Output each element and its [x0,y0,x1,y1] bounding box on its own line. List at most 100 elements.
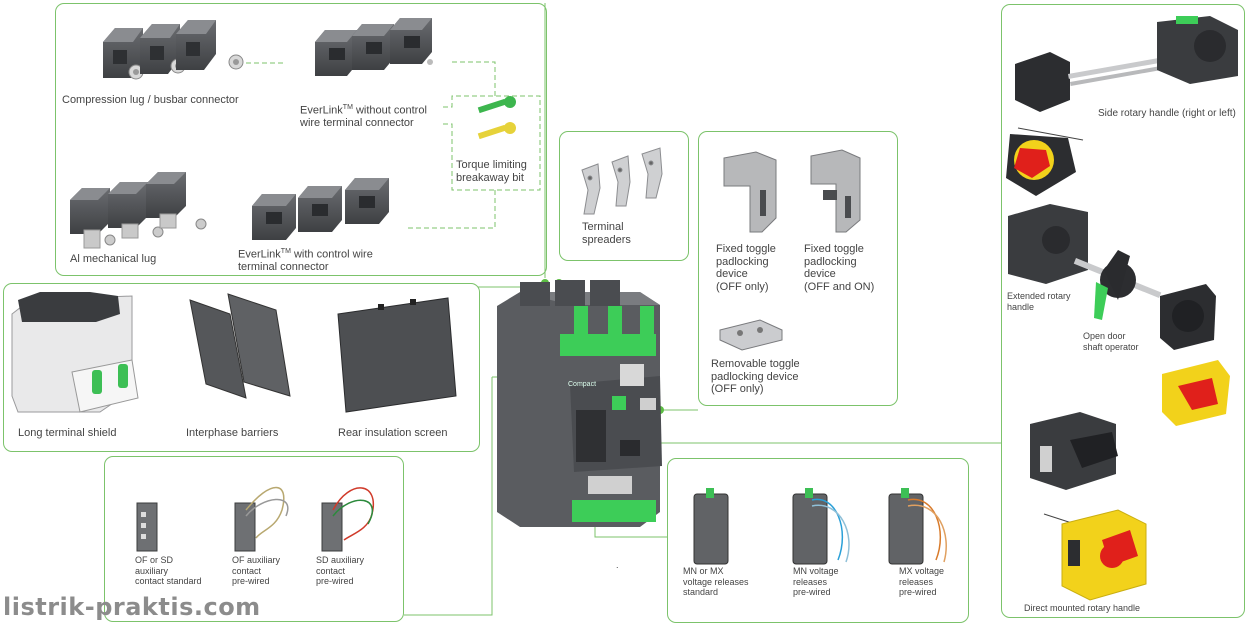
aux-std-l3: contact standard [135,576,202,586]
rel-mx-l2: releases [899,576,934,587]
rel-mn-l3: pre-wired [793,587,831,597]
ext-rot-l1: Extended rotary [1007,291,1071,301]
watermark: listrik-praktis.com [3,593,261,621]
everlink-control-label-b: with control wire [290,248,373,261]
rear-insulation-screen-image [337,297,457,413]
rotary-handles-panel [1001,4,1245,618]
fixed-off-l3: device [716,268,748,280]
release-mn-prewired-image [792,488,850,565]
everlink-no-control-image [315,18,433,76]
yellow-red-handle-2 [1162,360,1230,426]
everlink-no-control-label-b: without control [352,104,427,117]
aux-contact-standard-image [136,502,158,552]
everlink-no-control-label-a: EverLink [300,104,343,117]
everlink-control-label-c: terminal connector [238,261,329,274]
aux-of-l1: OF auxiliary [232,555,281,565]
fixed-off-l2: padlocking [716,255,769,268]
rel-mx-l1: MX voltage [899,566,945,576]
torque-bit-label-1: Torque limiting [456,159,527,171]
everlink-control-tm: TM [280,248,291,255]
rel-mx-l3: pre-wired [899,587,937,597]
auxiliary-contacts-panel [104,456,404,622]
terminal-spreaders-image [581,147,663,215]
voltage-releases-panel [667,458,969,623]
compression-lug-label: Compression lug / busbar connector [62,94,239,106]
aux-sd-l1: SD auxiliary [316,555,365,565]
rel-std-l1: MN or MX [683,566,724,576]
removable-l2: padlocking device [711,370,799,383]
fixed-padlock-off-image [723,151,777,233]
rear-insulation-screen-label: Rear insulation screen [338,427,448,439]
breaker-brand: Compact [568,381,597,388]
everlink-no-control-label-c: wire terminal connector [300,117,414,130]
rel-std-l3: standard [683,587,719,597]
ext-rot-l2: handle [1007,301,1035,312]
shields-panel [3,283,480,452]
removable-padlock-image [719,319,783,351]
open-door-l2: shaft operator [1083,341,1139,352]
direct-rotary-label: Direct mounted rotary handle [1024,603,1141,613]
rel-std-l2: voltage releases [683,576,749,587]
aux-of-l3: pre-wired [232,576,270,586]
spreaders-line-1: Terminal [582,221,624,233]
removable-l1: Removable toggle [711,358,800,370]
long-terminal-shield-label: Long terminal shield [18,427,117,439]
yellow-red-handle-1 [1006,134,1076,196]
aux-contact-of-prewired-image [234,486,289,552]
circuit-breaker-image [497,280,662,527]
fixed-padlock-off-on-image [810,149,861,233]
torque-bit-image [477,96,516,140]
side-rotary-handle-image [1015,16,1238,112]
fixed-offon-l3: device [804,268,836,280]
al-lug-label: Al mechanical lug [70,253,157,265]
rel-mn-l1: MN voltage [793,566,839,576]
aux-std-l1: OF or SD [135,555,174,565]
aux-std-l2: auxiliary [135,565,169,576]
interphase-barriers-image [189,293,291,399]
spreaders-line-2: spreaders [582,233,631,246]
extended-rotary-handle-image [1008,204,1216,350]
release-standard-image [693,488,729,565]
everlink-control-label-a: EverLink [238,248,281,261]
padlocking-panel [698,131,898,406]
compression-lug-image [103,20,244,80]
release-dot: . [616,560,619,570]
release-mx-prewired-image [888,488,947,565]
side-rotary-label: Side rotary handle (right or left) [1098,108,1236,119]
direct-rotary-black-image [1030,412,1118,490]
fixed-off-l1: Fixed toggle [716,243,776,255]
torque-bit-label-2: breakaway bit [456,171,524,184]
fixed-offon-l1: Fixed toggle [804,243,864,255]
aux-contact-sd-prewired-image [321,487,375,552]
aux-of-l2: contact [232,565,262,576]
aux-sd-l3: pre-wired [316,576,354,586]
fixed-off-l4: (OFF only) [716,280,769,293]
interphase-barriers-label: Interphase barriers [186,427,279,439]
rel-mn-l2: releases [793,576,828,587]
al-lug-image [70,172,207,249]
everlink-control-image [252,178,389,240]
direct-rotary-yellow-image [1061,509,1147,601]
open-door-l1: Open door [1083,331,1126,341]
spreaders-panel [559,131,689,261]
long-terminal-shield-image [11,292,139,413]
fixed-offon-l2: padlocking [804,255,857,268]
everlink-no-control-tm: TM [342,104,353,111]
connectors-panel [55,3,547,276]
fixed-offon-l4: (OFF and ON) [804,280,875,293]
